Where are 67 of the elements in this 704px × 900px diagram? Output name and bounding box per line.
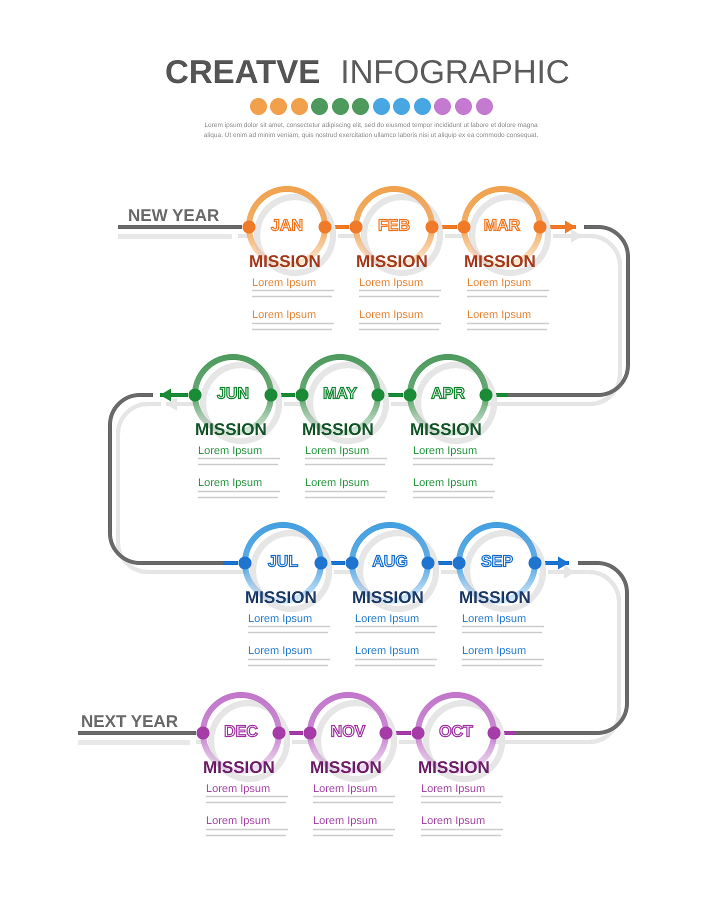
- connector-line: [278, 393, 295, 397]
- month-label: JUN: [217, 386, 249, 404]
- item-title: Lorem Ipsum: [198, 445, 262, 458]
- month-label: DEC: [224, 724, 258, 742]
- connector-line: [190, 731, 196, 735]
- item-title: Lorem Ipsum: [198, 477, 262, 490]
- month-label: JUL: [268, 554, 298, 572]
- connector-line: [493, 225, 630, 397]
- item-title: Lorem Ipsum: [355, 645, 420, 658]
- item-title: Lorem Ipsum: [413, 477, 478, 490]
- month-label: JAN: [271, 218, 303, 236]
- mission-heading: MISSION: [249, 253, 321, 271]
- mission-heading: MISSION: [418, 759, 490, 777]
- mission-heading: MISSION: [203, 759, 275, 777]
- connector-line: [108, 393, 238, 565]
- item-title: Lorem Ipsum: [462, 613, 526, 626]
- title: CREATVE INFOGRAPHIC: [165, 54, 570, 90]
- connector-line: [332, 225, 349, 229]
- mission-heading: MISSION: [195, 421, 267, 439]
- month-label: SEP: [481, 554, 513, 572]
- item-title: Lorem Ipsum: [252, 277, 316, 290]
- mission-heading: MISSION: [459, 589, 531, 607]
- item-title: Lorem Ipsum: [248, 645, 312, 658]
- item-title: Lorem Ipsum: [305, 445, 370, 458]
- item-title: Lorem Ipsum: [206, 815, 270, 828]
- month-label: MAY: [322, 386, 358, 404]
- item-title: Lorem Ipsum: [252, 309, 316, 322]
- item-title: Lorem Ipsum: [305, 477, 370, 490]
- item-title: Lorem Ipsum: [421, 815, 486, 828]
- connector-line: [232, 225, 242, 229]
- mission-heading: MISSION: [245, 589, 317, 607]
- connector-line: [439, 225, 457, 229]
- item-title: Lorem Ipsum: [313, 783, 378, 796]
- connector-line: [385, 393, 403, 397]
- month-label: APR: [431, 386, 465, 404]
- connector-line: [393, 731, 411, 735]
- item-title: Lorem Ipsum: [248, 613, 312, 626]
- arrow: [547, 220, 576, 234]
- item-title: Lorem Ipsum: [421, 783, 486, 796]
- item-title: Lorem Ipsum: [413, 445, 478, 458]
- mission-heading: MISSION: [352, 589, 424, 607]
- month-label: AUG: [372, 554, 408, 572]
- mission-heading: MISSION: [464, 253, 536, 271]
- item-title: Lorem Ipsum: [467, 277, 532, 290]
- mission-heading: MISSION: [356, 253, 428, 271]
- month-label: MAR: [484, 218, 520, 236]
- item-title: Lorem Ipsum: [467, 309, 532, 322]
- item-title: Lorem Ipsum: [313, 815, 378, 828]
- arrow: [542, 556, 569, 570]
- month-label: OCT: [439, 724, 473, 742]
- mission-heading: MISSION: [410, 421, 482, 439]
- connector-line: [501, 561, 629, 735]
- item-title: Lorem Ipsum: [359, 277, 424, 290]
- item-title: Lorem Ipsum: [462, 645, 526, 658]
- item-title: Lorem Ipsum: [359, 309, 424, 322]
- year-heading: NEXT YEAR: [78, 712, 190, 745]
- year-heading: NEW YEAR: [118, 206, 232, 239]
- item-title: Lorem Ipsum: [206, 783, 270, 796]
- mission-heading: MISSION: [310, 759, 382, 777]
- mission-heading: MISSION: [302, 421, 374, 439]
- connector-line: [435, 561, 452, 565]
- connector-line: [328, 561, 345, 565]
- month-label: FEB: [378, 218, 410, 236]
- arrow: [160, 388, 188, 402]
- connector-line: [286, 731, 303, 735]
- month-label: NOV: [330, 724, 366, 742]
- item-title: Lorem Ipsum: [355, 613, 420, 626]
